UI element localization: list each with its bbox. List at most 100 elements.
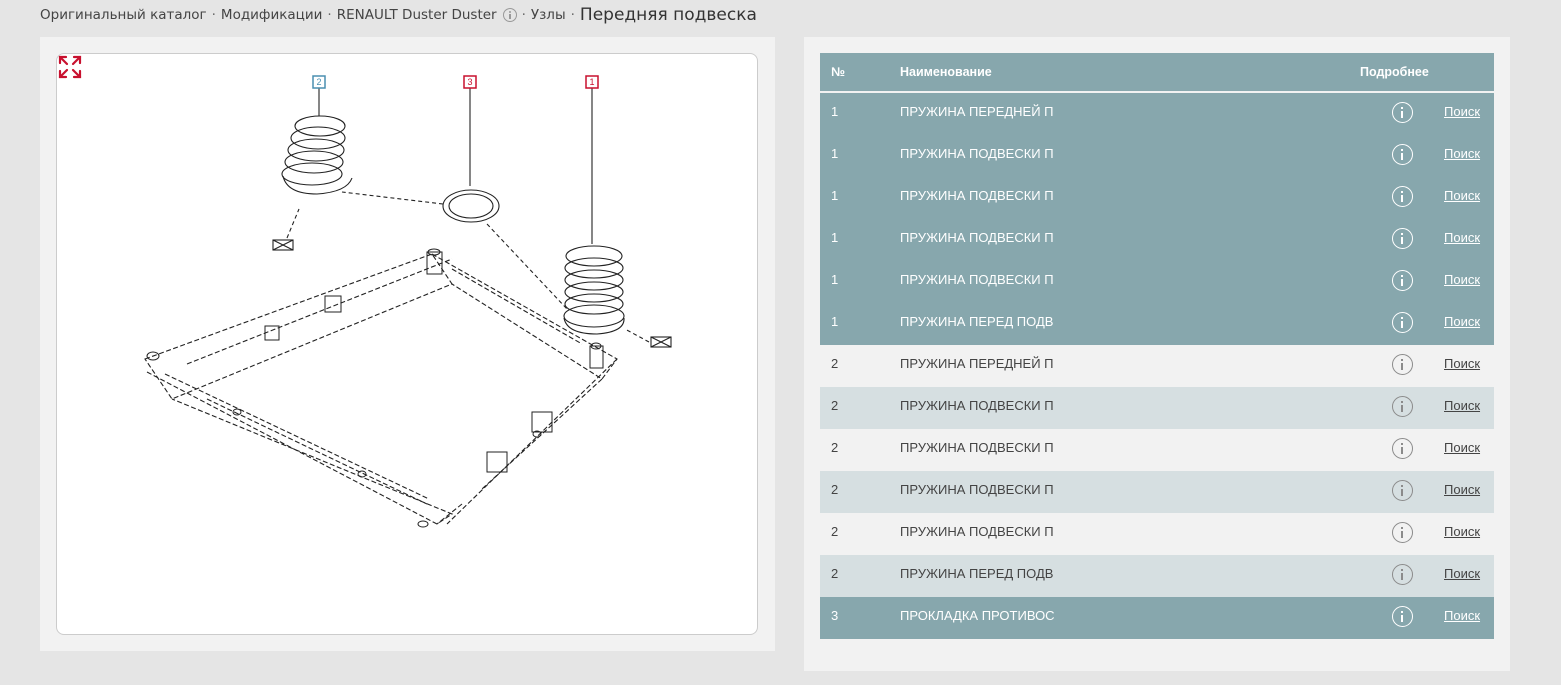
row-num: 1 [820,219,900,261]
breadcrumb-original-catalog[interactable]: Оригинальный каталог [40,7,207,23]
row-part-name: ПРУЖИНА ПЕРЕД ПОДВ [900,555,1360,597]
search-link[interactable]: Поиск [1444,104,1481,119]
column-header-name[interactable]: Наименование [900,53,1360,93]
search-link[interactable]: Поиск [1444,440,1481,455]
row-part-name: ПРУЖИНА ПОДВЕСКИ П [900,135,1360,177]
search-link[interactable]: Поиск [1444,608,1481,623]
row-part-name: ПРУЖИНА ПОДВЕСКИ П [900,429,1360,471]
column-header-search [1444,53,1494,93]
row-num: 1 [820,135,900,177]
row-part-name: ПРУЖИНА ПЕРЕД ПОДВ [900,303,1360,345]
search-link[interactable]: Поиск [1444,398,1481,413]
info-circle-icon[interactable] [1391,438,1413,459]
expand-arrows-icon[interactable] [57,54,83,80]
search-link[interactable]: Поиск [1444,272,1481,287]
info-circle-icon[interactable] [1391,270,1413,291]
breadcrumb-separator: · [570,7,575,23]
row-num: 1 [820,92,900,135]
row-part-name: ПРУЖИНА ПОДВЕСКИ П [900,387,1360,429]
row-num: 2 [820,387,900,429]
column-header-num[interactable]: № [820,53,900,93]
row-search: Поиск [1444,597,1494,639]
search-link[interactable]: Поиск [1444,524,1481,539]
row-num: 2 [820,555,900,597]
parts-diagram: 2 3 1 [56,53,758,635]
row-part-name: ПРУЖИНА ПОДВЕСКИ П [900,513,1360,555]
row-num: 1 [820,303,900,345]
row-part-name: ПРУЖИНА ПОДВЕСКИ П [900,471,1360,513]
callout-2[interactable]: 2 [312,75,326,89]
info-circle-icon[interactable] [1391,312,1413,333]
breadcrumb-vehicle[interactable]: RENAULT Duster Duster [336,7,497,23]
row-search: Поиск [1444,177,1494,219]
row-part-name: ПРУЖИНА ПОДВЕСКИ П [900,219,1360,261]
row-num: 2 [820,429,900,471]
info-circle-icon[interactable] [1391,480,1413,501]
info-circle-icon[interactable] [1391,606,1413,627]
row-search: Поиск [1444,92,1494,135]
info-circle-icon[interactable] [1391,144,1413,165]
row-part-name: ПРУЖИНА ПОДВЕСКИ П [900,261,1360,303]
row-details [1360,513,1444,555]
row-search: Поиск [1444,513,1494,555]
row-details [1360,429,1444,471]
search-link[interactable]: Поиск [1444,482,1481,497]
info-circle-icon[interactable] [502,8,517,22]
info-circle-icon[interactable] [1391,522,1413,543]
row-details [1360,219,1444,261]
callout-label: 3 [467,77,472,87]
row-search: Поиск [1444,387,1494,429]
breadcrumb-separator: · [521,7,526,23]
callout-3[interactable]: 3 [463,75,477,89]
row-details [1360,387,1444,429]
callout-1[interactable]: 1 [585,75,599,89]
spring-seat-ring[interactable] [442,189,500,223]
breadcrumb-units[interactable]: Узлы [530,7,566,23]
search-link[interactable]: Поиск [1444,356,1481,371]
search-link[interactable]: Поиск [1444,566,1481,581]
search-link[interactable]: Поиск [1444,230,1481,245]
callout-label: 1 [589,77,594,87]
breadcrumb: Оригинальный каталог · Модификации · REN… [40,2,757,28]
info-circle-icon[interactable] [1391,564,1413,585]
search-link[interactable]: Поиск [1444,314,1481,329]
row-num: 2 [820,471,900,513]
search-link[interactable]: Поиск [1444,188,1481,203]
info-circle-icon[interactable] [1391,354,1413,375]
page-title: Передняя подвеска [579,5,757,25]
info-circle-icon[interactable] [1391,396,1413,417]
row-search: Поиск [1444,135,1494,177]
row-search: Поиск [1444,345,1494,387]
row-num: 3 [820,597,900,639]
breadcrumb-modifications[interactable]: Модификации [220,7,323,23]
breadcrumb-separator: · [327,7,332,23]
row-part-name: ПРУЖИНА ПОДВЕСКИ П [900,177,1360,219]
info-circle-icon[interactable] [1391,102,1413,123]
search-link[interactable]: Поиск [1444,146,1481,161]
coil-spring-right[interactable] [563,245,625,335]
row-search: Поиск [1444,219,1494,261]
row-num: 1 [820,177,900,219]
row-num: 2 [820,345,900,387]
info-circle-icon[interactable] [1391,186,1413,207]
info-circle-icon[interactable] [1391,228,1413,249]
row-part-name: ПРУЖИНА ПЕРЕДНЕЙ П [900,92,1360,135]
row-details [1360,303,1444,345]
row-search: Поиск [1444,471,1494,513]
coil-spring-left[interactable] [281,115,353,195]
